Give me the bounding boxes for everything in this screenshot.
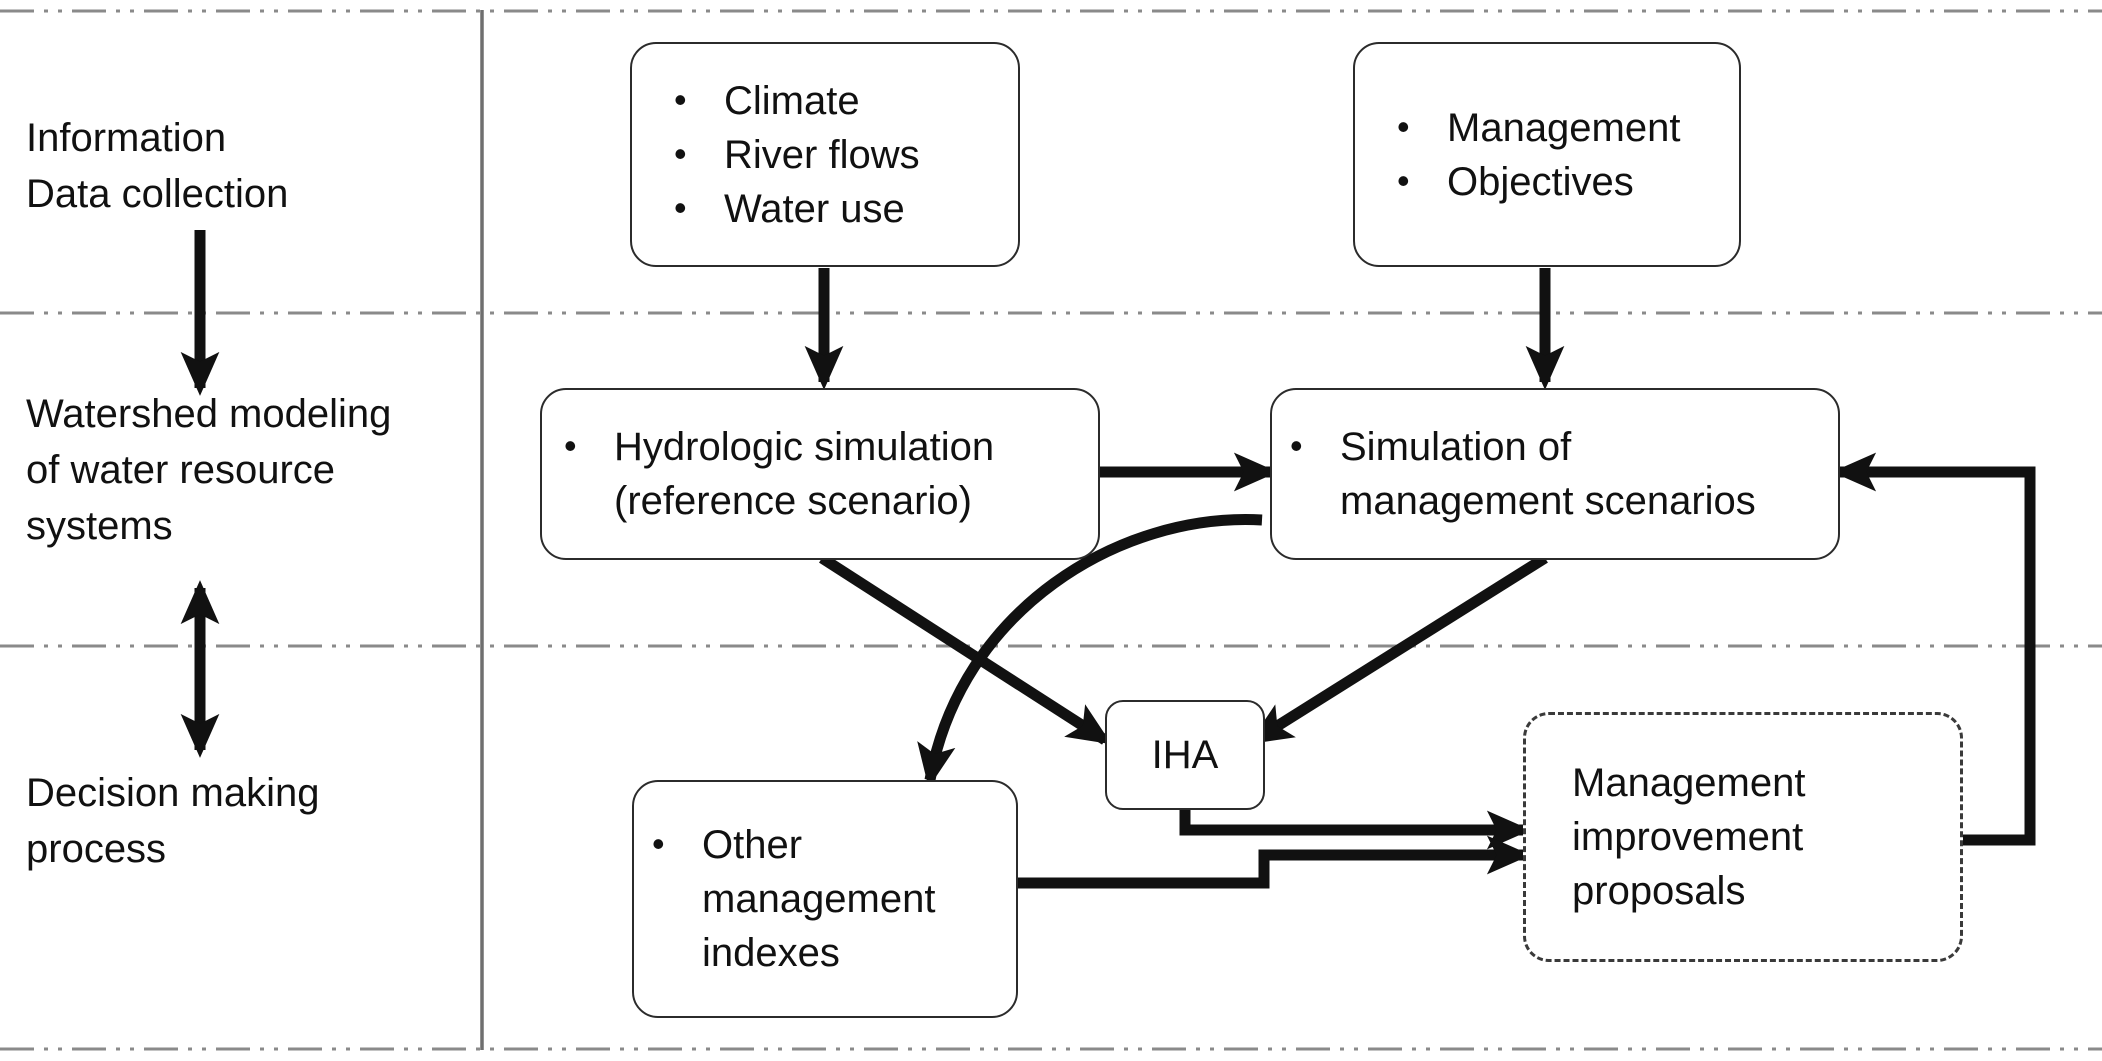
bullet-simulation-of: Simulation of management scenarios — [1282, 419, 1838, 528]
connector-hydrologic-to-iha — [819, 553, 1112, 745]
iha-box[interactable]: IHA — [1105, 700, 1265, 810]
management-objectives-box[interactable]: Management Objectives — [1353, 42, 1741, 267]
climate-bullet-list: Climate River flows Water use — [632, 73, 1018, 236]
climate-river-water-box[interactable]: Climate River flows Water use — [630, 42, 1020, 267]
other-indexes-bullet-list: Other management indexes — [634, 817, 1016, 980]
hydrologic-simulation-box[interactable]: Hydrologic simulation (reference scenari… — [540, 388, 1100, 560]
bullet-climate: Climate — [666, 73, 1018, 128]
bullet-water-use: Water use — [666, 181, 1018, 236]
connector-management-sim-to-other-indexes — [917, 514, 1263, 788]
hydrologic-bullet-list: Hydrologic simulation (reference scenari… — [542, 419, 1098, 528]
stage-label-watershed: Watershed modeling of water resource sys… — [26, 392, 392, 548]
connector-management-sim-to-iha — [1248, 553, 1548, 745]
management-improvement-proposals-label: Management improvement proposals — [1572, 761, 1806, 913]
bullet-river-flows: River flows — [666, 127, 1018, 182]
management-simulation-box[interactable]: Simulation of management scenarios — [1270, 388, 1840, 560]
management-bullet-list: Management Objectives — [1355, 100, 1739, 209]
bullet-objectives: Objectives — [1389, 154, 1739, 209]
other-management-indexes-box[interactable]: Other management indexes — [632, 780, 1018, 1018]
management-sim-bullet-list: Simulation of management scenarios — [1272, 419, 1838, 528]
connector-other-indexes-to-proposals — [1018, 835, 1531, 889]
stage-label-decision: Decision making process — [26, 771, 320, 871]
hydrologic-simulation-subtext: (reference scenario) — [614, 479, 972, 523]
bullet-management: Management — [1389, 100, 1739, 155]
iha-label: IHA — [1151, 733, 1219, 777]
connector-proposals-feedback-to-management-sim — [1832, 452, 2036, 846]
management-improvement-proposals-box[interactable]: Management improvement proposals — [1523, 712, 1963, 962]
bullet-other: Other management indexes — [644, 817, 1016, 980]
bullet-hydrologic-simulation: Hydrologic simulation (reference scenari… — [556, 419, 1098, 528]
management-scenarios-subtext: management scenarios — [1340, 479, 1756, 523]
other-indexes-subtext: management indexes — [702, 877, 936, 975]
stage-label-information: Information Data collection — [26, 116, 289, 216]
